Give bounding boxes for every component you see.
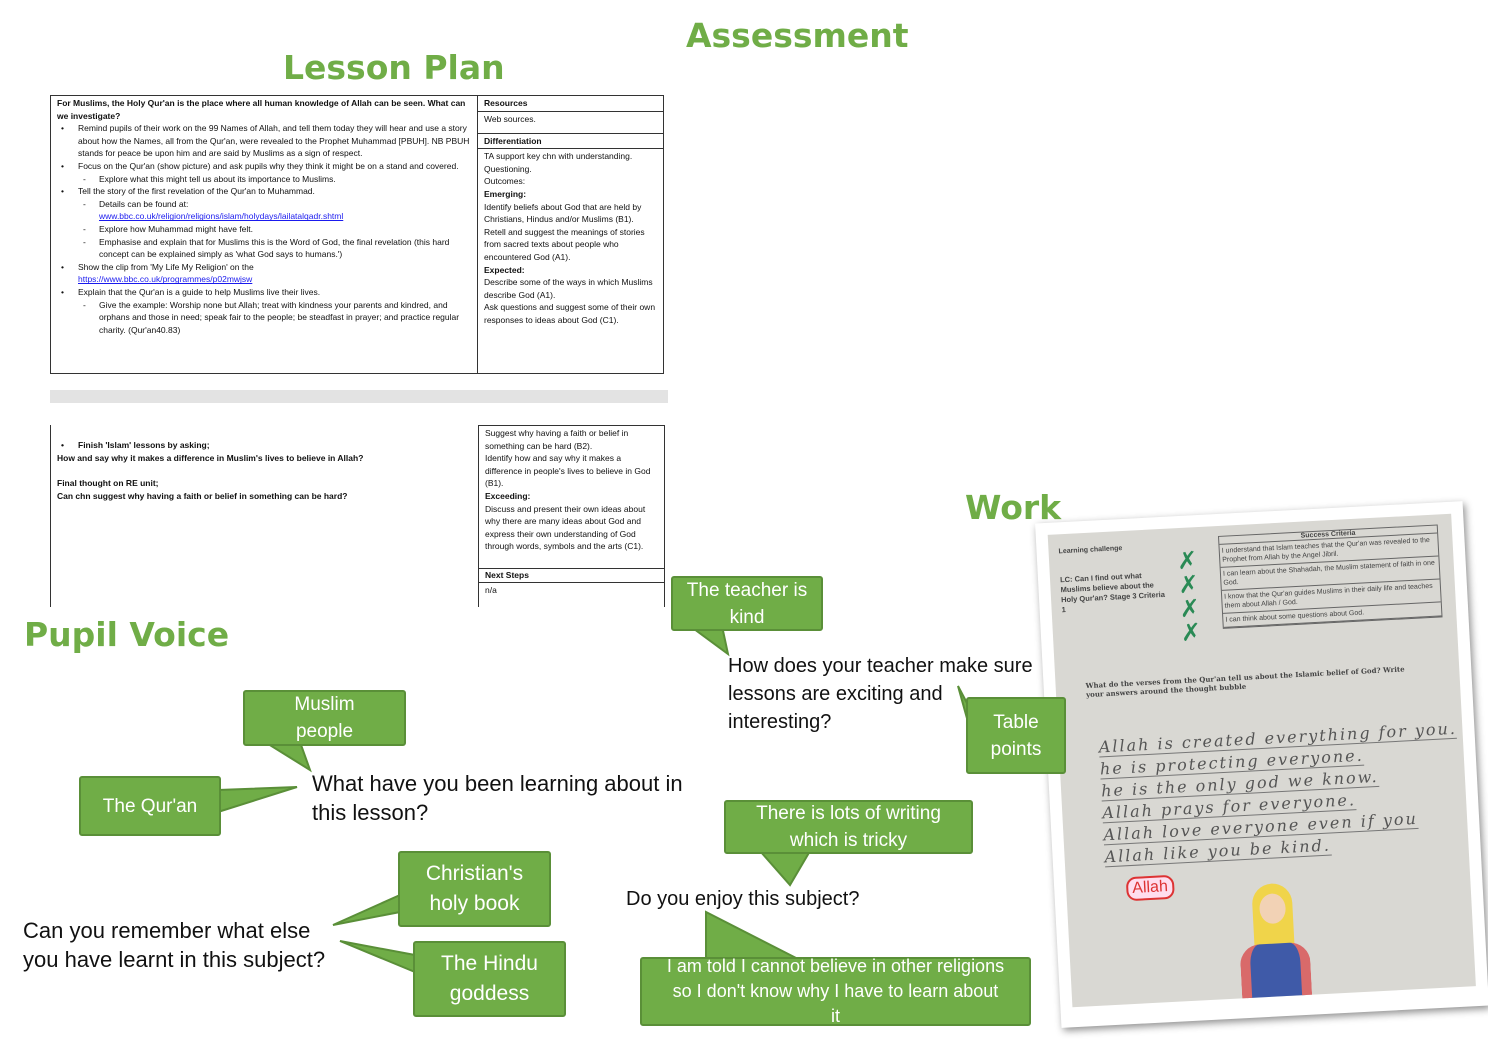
resource-link[interactable]: www.bbc.co.uk/religion/religions/islam/h… <box>99 211 344 222</box>
emerging-label: Emerging: <box>484 188 527 199</box>
lesson-step: Details can be found at:www.bbc.co.uk/re… <box>57 198 471 223</box>
callout-hindu: The Hindu goddess <box>413 941 566 1017</box>
question-teacher-wrap: How does your teacher make sure lessons … <box>728 652 1058 736</box>
lesson-step: Give the example: Worship none but Allah… <box>57 299 471 337</box>
emerging-outcome: Identify beliefs about God that are held… <box>484 201 642 225</box>
expected-label: Expected: <box>484 264 525 275</box>
lesson-plan-table-2: •Finish 'Islam' lessons by asking; How a… <box>50 425 665 607</box>
resources-value: Web sources. <box>478 112 663 134</box>
question-learning: What have you been learning about in thi… <box>312 771 683 825</box>
tail-quran <box>217 786 298 814</box>
resources-label: Resources <box>478 96 663 112</box>
work-heading: Work <box>965 488 1062 527</box>
lesson-intro: For Muslims, the Holy Qur'an is the plac… <box>57 98 466 121</box>
assessment-column-2: Suggest why having a faith or belief in … <box>478 425 665 607</box>
callout-writing: There is lots of writing which is tricky <box>724 800 973 854</box>
lesson-step: Focus on the Qur'an (show picture) and a… <box>57 160 471 173</box>
next-steps-value: n/a <box>485 584 497 595</box>
callout-told: I am told I cannot believe in other reli… <box>640 956 1031 1026</box>
tail-muslim-people <box>261 741 312 773</box>
lesson-steps: For Muslims, the Holy Qur'an is the plac… <box>51 96 478 373</box>
lesson-step: Remind pupils of their work on the 99 Na… <box>57 122 471 160</box>
differentiation-line: TA support key chn with understanding. <box>484 151 633 162</box>
differentiation-line: Outcomes: <box>484 176 526 187</box>
expected-outcome: Ask questions and suggest some of their … <box>484 302 656 325</box>
final-thought-label: Final thought on RE unit; <box>57 478 159 489</box>
plenary-bullet: Finish 'Islam' lessons by asking; <box>78 440 210 450</box>
differentiation-line: Questioning. <box>484 163 532 174</box>
differentiation-text: TA support key chn with understanding.Qu… <box>478 149 663 327</box>
tail-christian <box>332 893 401 926</box>
exceeding-outcome: Discuss and present their own ideas abou… <box>485 503 646 552</box>
tail-writing <box>757 850 812 887</box>
divider-bar <box>50 390 668 403</box>
lesson-step: Explore what this might tell us about it… <box>57 173 471 186</box>
pupil-voice-heading: Pupil Voice <box>24 615 230 654</box>
expected-outcome: Describe some of the ways in which Musli… <box>484 277 653 300</box>
expected-outcome: Suggest why having a faith or belief in … <box>485 428 629 451</box>
lesson-step: Tell the story of the first revelation o… <box>57 185 471 198</box>
plenary: •Finish 'Islam' lessons by asking; How a… <box>51 438 478 503</box>
tail-hindu <box>339 940 416 974</box>
lesson-step: Explain that the Qur'an is a guide to he… <box>57 286 471 299</box>
assessment-heading: Assessment <box>686 16 909 55</box>
question-remember: Can you remember what else you have lear… <box>23 918 326 972</box>
lesson-plan-table: For Muslims, the Holy Qur'an is the plac… <box>50 95 664 374</box>
outcomes-text: Suggest why having a faith or belief in … <box>479 426 664 569</box>
expected-outcome: Identify how and say why it makes a diff… <box>485 453 651 489</box>
callout-muslim-people: Muslim people <box>243 690 406 746</box>
question-enjoy: Do you enjoy this subject? <box>626 888 860 910</box>
lesson-step: Show the clip from 'My Life My Religion'… <box>57 261 471 286</box>
callout-table-points: Table points <box>966 697 1066 774</box>
lesson-step: Explore how Muhammad might have felt. <box>57 223 471 236</box>
plenary-question-1: How and say why it makes a difference in… <box>57 452 364 463</box>
resource-link[interactable]: https://www.bbc.co.uk/programmes/p02mwjs… <box>78 274 253 285</box>
exceeding-label: Exceeding: <box>485 490 531 501</box>
question-teacher: How does your teacher make sure lessons … <box>728 655 1033 733</box>
callout-quran: The Qur'an <box>79 776 221 836</box>
callout-teacher-kind: The teacher is kind <box>671 576 823 631</box>
lesson-step: Emphasise and explain that for Muslims t… <box>57 236 471 261</box>
lesson-plan-heading: Lesson Plan <box>283 48 505 87</box>
differentiation-label: Differentiation <box>478 134 663 150</box>
lesson-steps-list: Remind pupils of their work on the 99 Na… <box>57 122 471 336</box>
next-steps-label: Next Steps <box>479 569 664 583</box>
callout-christian: Christian's holy book <box>398 851 551 927</box>
emerging-outcome: Retell and suggest the meanings of stori… <box>484 226 645 262</box>
tail-told <box>705 910 801 961</box>
assessment-column: Resources Web sources. Differentiation T… <box>478 96 663 328</box>
final-thought-question: Can chn suggest why having a faith or be… <box>57 490 348 501</box>
